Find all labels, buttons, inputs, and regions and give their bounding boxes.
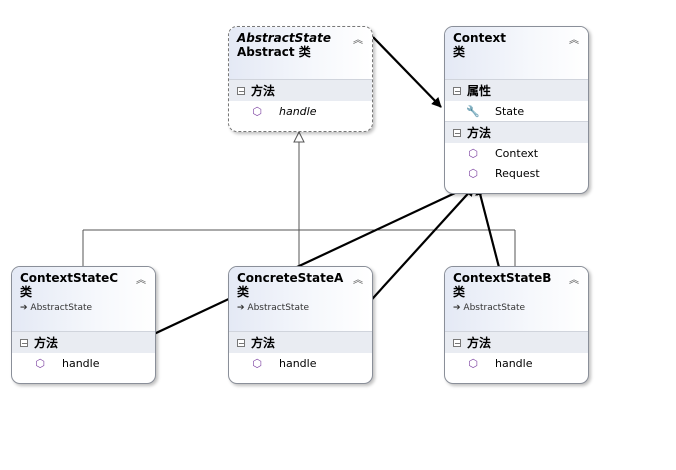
class-box-concretestatea[interactable]: ConcreteStateA 类 ➔ AbstractState ︽ − 方法 …	[228, 266, 373, 384]
arrow-abstract-to-context	[372, 36, 442, 108]
member-label: handle	[279, 356, 317, 370]
member-state[interactable]: 🔧 State	[445, 101, 588, 121]
class-header: ContextStateB 类 ➔ AbstractState ︽	[445, 267, 588, 331]
class-kind: Abstract 类	[237, 45, 311, 59]
base-class-label: AbstractState	[247, 303, 310, 313]
collapse-icon[interactable]: ︽	[569, 275, 579, 286]
method-icon: ⬡	[35, 356, 45, 370]
collapse-icon[interactable]: ︽	[136, 275, 146, 286]
method-icon: ⬡	[468, 146, 478, 160]
section-header-methods[interactable]: − 方法	[445, 331, 588, 353]
minus-icon[interactable]: −	[237, 86, 245, 96]
member-label: State	[495, 104, 525, 118]
section-label: 方法	[467, 336, 492, 350]
class-kind: 类	[453, 285, 466, 299]
inheritance-triangle	[293, 130, 305, 143]
class-name: AbstractState	[237, 31, 331, 45]
section-header-methods[interactable]: − 方法	[229, 331, 372, 353]
section-label: 方法	[467, 126, 492, 140]
minus-icon[interactable]: −	[237, 338, 245, 348]
base-class-label: AbstractState	[30, 303, 93, 313]
class-kind: 类	[453, 45, 466, 59]
class-kind: 类	[20, 285, 33, 299]
member-label: handle	[62, 356, 100, 370]
inherit-arrow-icon: ➔	[237, 303, 245, 313]
minus-icon[interactable]: −	[20, 338, 28, 348]
class-name: ContextStateB	[453, 271, 552, 285]
class-box-contextstateb[interactable]: ContextStateB 类 ➔ AbstractState ︽ − 方法 ⬡…	[444, 266, 589, 384]
method-icon: ⬡	[468, 166, 478, 180]
class-kind: 类	[237, 285, 250, 299]
class-header: ConcreteStateA 类 ➔ AbstractState ︽	[229, 267, 372, 331]
class-box-contextstatec[interactable]: ContextStateC 类 ➔ AbstractState ︽ − 方法 ⬡…	[11, 266, 156, 384]
member-handle[interactable]: ⬡ handle	[229, 353, 372, 373]
collapse-icon[interactable]: ︽	[569, 35, 579, 46]
section-header-methods[interactable]: − 方法	[445, 121, 588, 143]
base-class-label: AbstractState	[463, 303, 526, 313]
class-name: Context	[453, 31, 506, 45]
method-icon: ⬡	[468, 356, 478, 370]
class-name: ContextStateC	[20, 271, 119, 285]
member-label: handle	[279, 104, 317, 118]
member-label: handle	[495, 356, 533, 370]
member-handle[interactable]: ⬡ handle	[445, 353, 588, 373]
base-class: ➔ AbstractState	[453, 302, 564, 315]
collapse-icon[interactable]: ︽	[353, 35, 363, 46]
member-context[interactable]: ⬡ Context	[445, 143, 588, 163]
member-label: Request	[495, 166, 540, 180]
collapse-icon[interactable]: ︽	[353, 275, 363, 286]
method-icon: ⬡	[252, 356, 262, 370]
base-class: ➔ AbstractState	[20, 302, 131, 315]
class-header: Context 类 ︽	[445, 27, 588, 79]
section-header-methods[interactable]: − 方法	[229, 79, 372, 101]
class-header: AbstractState Abstract 类 ︽	[229, 27, 372, 79]
member-handle[interactable]: ⬡ handle	[229, 101, 372, 121]
member-label: Context	[495, 146, 539, 160]
class-box-abstractstate[interactable]: AbstractState Abstract 类 ︽ − 方法 ⬡ handle	[228, 26, 373, 132]
section-label: 方法	[251, 336, 276, 350]
section-label: 方法	[34, 336, 59, 350]
section-label: 方法	[251, 84, 276, 98]
class-header: ContextStateC 类 ➔ AbstractState ︽	[12, 267, 155, 331]
member-handle[interactable]: ⬡ handle	[12, 353, 155, 373]
inheritance-lines	[82, 142, 516, 267]
minus-icon[interactable]: −	[453, 128, 461, 138]
section-header-properties[interactable]: − 属性	[445, 79, 588, 101]
class-box-context[interactable]: Context 类 ︽ − 属性 🔧 State − 方法 ⬡ Context …	[444, 26, 589, 194]
inherit-arrow-icon: ➔	[453, 303, 461, 313]
member-request[interactable]: ⬡ Request	[445, 163, 588, 183]
class-name: ConcreteStateA	[237, 271, 344, 285]
minus-icon[interactable]: −	[453, 86, 461, 96]
wrench-icon: 🔧	[466, 104, 480, 118]
base-class: ➔ AbstractState	[237, 302, 348, 315]
section-header-methods[interactable]: − 方法	[12, 331, 155, 353]
minus-icon[interactable]: −	[453, 338, 461, 348]
section-label: 属性	[467, 84, 492, 98]
method-icon: ⬡	[252, 104, 262, 118]
inherit-arrow-icon: ➔	[20, 303, 28, 313]
